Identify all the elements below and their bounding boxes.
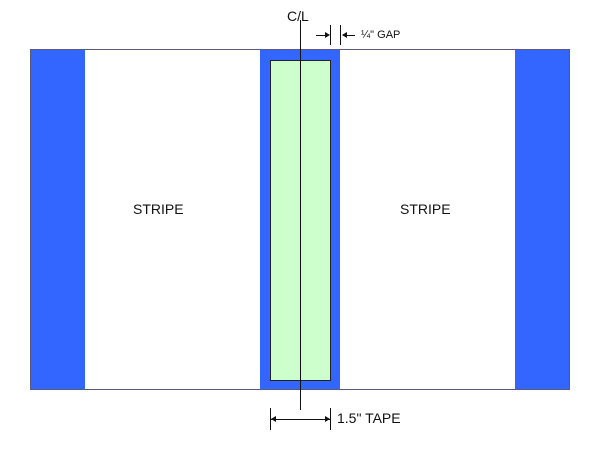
tape-tick-right: [330, 408, 331, 430]
stripe-label-left: STRIPE: [133, 201, 184, 217]
gap-arrow-right: [343, 35, 355, 36]
right-blue-edge: [515, 50, 569, 389]
tape-label: 1.5" TAPE: [337, 410, 401, 426]
tape-arrowhead-right-icon: [325, 416, 330, 422]
gap-tick-right: [340, 25, 341, 45]
centerline-label: C/L: [287, 8, 309, 24]
gap-label: ¼" GAP: [361, 29, 401, 41]
gap-arrowhead-right-icon: [342, 32, 347, 38]
stripe-label-right: STRIPE: [400, 201, 451, 217]
tape-tick-left: [270, 408, 271, 430]
tape-dimension-line: [271, 419, 330, 420]
left-blue-edge: [31, 50, 85, 389]
centerline: [300, 20, 301, 410]
gap-arrow-left: [316, 35, 328, 36]
gap-arrowhead-left-icon: [325, 32, 330, 38]
gap-tick-left: [330, 25, 331, 45]
tape-arrowhead-left-icon: [271, 416, 276, 422]
